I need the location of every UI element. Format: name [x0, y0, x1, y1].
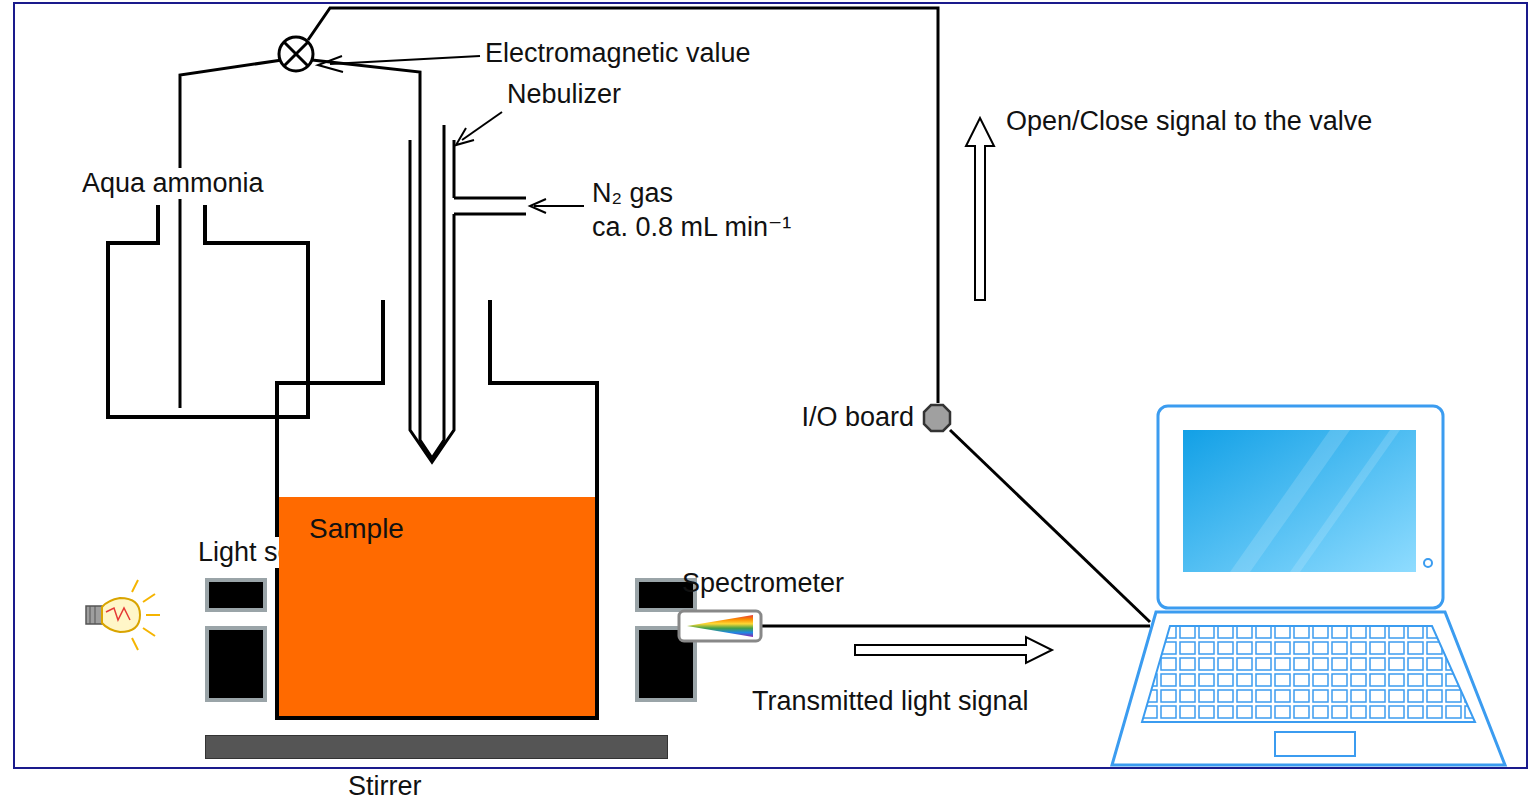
node-text: Stirrer: [348, 771, 422, 802]
node-text: I/O board: [801, 402, 914, 433]
node-text: Sample: [309, 513, 595, 545]
signal-arrow: [966, 118, 994, 300]
leader-arrow: [456, 112, 502, 145]
wiring: [180, 8, 1150, 626]
octagon: [924, 405, 950, 431]
node-text: Spectrometer: [682, 568, 844, 599]
stirrer-plate: [205, 735, 668, 759]
light-bulb: [86, 580, 160, 650]
frame: [14, 3, 1527, 768]
gas-label: N₂ gas: [590, 178, 675, 209]
nebulizer: [410, 125, 526, 462]
spectrometer-box: [677, 609, 763, 643]
vessel: [277, 300, 597, 718]
signal-label: Transmitted light signal: [750, 686, 1031, 717]
sample-solution: Sample: [279, 497, 595, 716]
signal-arrow: [855, 637, 1052, 663]
signal-label: Open/Close signal to the valve: [1004, 106, 1374, 137]
valve-label: Electromagnetic value: [483, 38, 753, 69]
electromagnetic-valve: [279, 37, 313, 71]
box: [679, 611, 761, 641]
part-label: Nebulizer: [505, 79, 623, 110]
leader-arrow: [318, 56, 480, 72]
spectrum-fan: [687, 615, 753, 637]
reagent-label: Aqua ammonia: [80, 168, 266, 199]
spectrometer: Spectrometer: [676, 568, 850, 644]
laptop: [1112, 406, 1505, 765]
flow-rate: ca. 0.8 mL min⁻¹: [590, 212, 793, 243]
io-board: I/O board: [801, 398, 952, 438]
io-board-symbol: [922, 403, 952, 433]
gas-arrow: [530, 199, 584, 213]
stirrer: Stirrer: [205, 735, 668, 801]
